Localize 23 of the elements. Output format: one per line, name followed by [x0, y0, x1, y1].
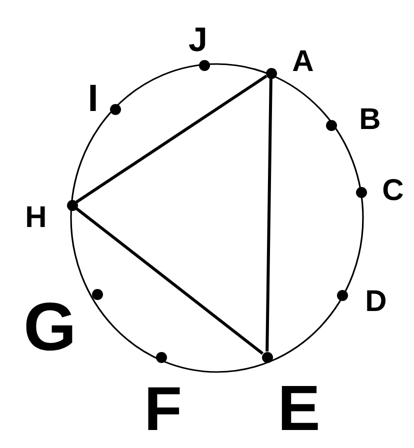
chord-line [76, 74, 268, 204]
point-label: G [24, 293, 76, 361]
point-label: B [359, 105, 381, 135]
point-dot [356, 186, 366, 198]
chord-line [75, 207, 264, 355]
point-dot [156, 352, 166, 362]
point-label: J [188, 23, 208, 57]
point-dot [326, 120, 336, 130]
point-dot [66, 200, 78, 210]
point-label: E [278, 376, 320, 440]
point-label: I [88, 80, 98, 118]
point-label: H [25, 203, 47, 233]
point-dot [262, 352, 272, 362]
point-dot [110, 104, 120, 114]
point-label: D [365, 287, 387, 317]
chord-line [266, 78, 272, 352]
point-label: C [382, 176, 404, 206]
point-dot [266, 68, 276, 78]
point-dot [198, 60, 210, 70]
point-dot [336, 290, 348, 300]
point-dot [92, 288, 102, 300]
point-label: F [144, 379, 182, 441]
point-label: A [292, 47, 314, 77]
